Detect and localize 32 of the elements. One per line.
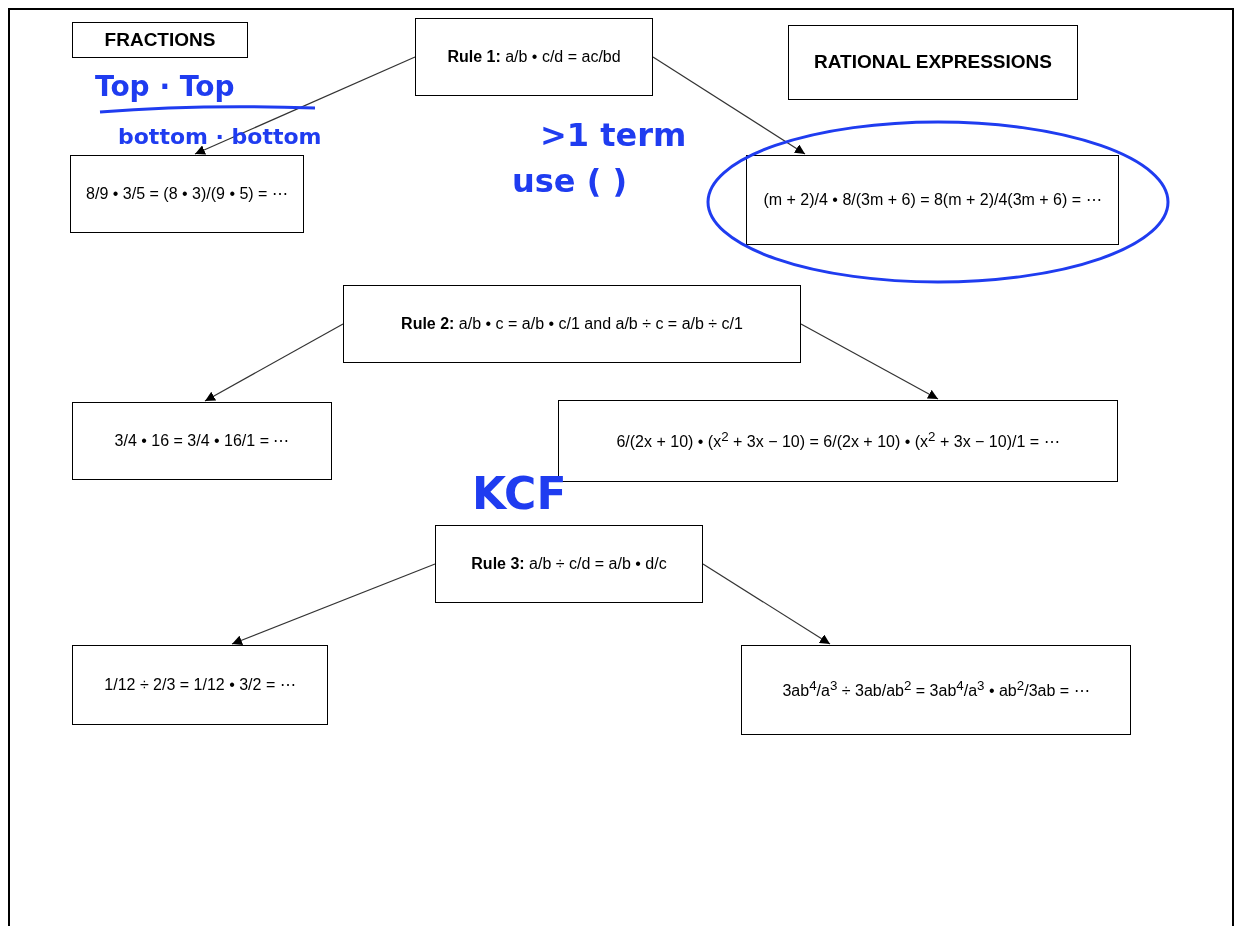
handwritten-note: KCF <box>472 468 567 519</box>
handwritten-note: >1 term <box>540 116 687 154</box>
formula-text: Rule 2: a/b • c = a/b • c/1 and a/b ÷ c = a/b ÷ c/1 <box>401 313 743 334</box>
formula-text: 6/(2x + 10) • (x$^{2}$ + 3x − 10) = 6/(2x + 10) • (x$^{2}$ + 3x − 10)/1 = ⋯ <box>616 428 1060 453</box>
heading-text: FRACTIONS <box>104 27 216 52</box>
handwritten-note: bottom · bottom <box>118 124 322 149</box>
arrow <box>194 56 416 155</box>
heading-box <box>788 25 1078 100</box>
formula-text: 3/4 • 16 = 3/4 • 16/1 = ⋯ <box>114 430 290 451</box>
arrow <box>231 563 436 645</box>
formula-box <box>72 645 328 725</box>
formula-text: 3ab$^{4}$/a$^{3}$ ÷ 3ab/ab$^{2}$ = 3ab$^{4}$/a$^{3}$ • ab$^{2}$/3ab = ⋯ <box>782 677 1090 702</box>
formula-box <box>343 285 801 363</box>
arrow <box>652 56 806 155</box>
formula-text: 1/12 ÷ 2/3 = 1/12 • 3/2 = ⋯ <box>104 674 296 695</box>
formula-box <box>741 645 1131 735</box>
heading-box <box>72 22 248 58</box>
arrow <box>702 563 831 645</box>
formula-text: 8/9 • 3/5 = (8 • 3)/(9 • 5) = ⋯ <box>86 183 288 204</box>
handwritten-note: Top · Top <box>95 70 235 103</box>
arrow <box>800 323 939 400</box>
formula-box <box>746 155 1119 245</box>
formula-box <box>415 18 653 96</box>
formula-box <box>72 402 332 480</box>
formula-box <box>435 525 703 603</box>
formula-box <box>70 155 304 233</box>
formula-text: Rule 3: a/b ÷ c/d = a/b • d/c <box>471 553 667 574</box>
handwritten-note: use ( ) <box>512 162 628 200</box>
formula-text: (m + 2)/4 • 8/(3m + 6) = 8(m + 2)/4(3m + 6) = ⋯ <box>763 189 1102 210</box>
formula-text: Rule 1: a/b • c/d = ac/bd <box>447 46 621 67</box>
heading-text: RATIONAL EXPRESSIONS <box>814 50 1052 75</box>
arrow <box>204 323 344 402</box>
